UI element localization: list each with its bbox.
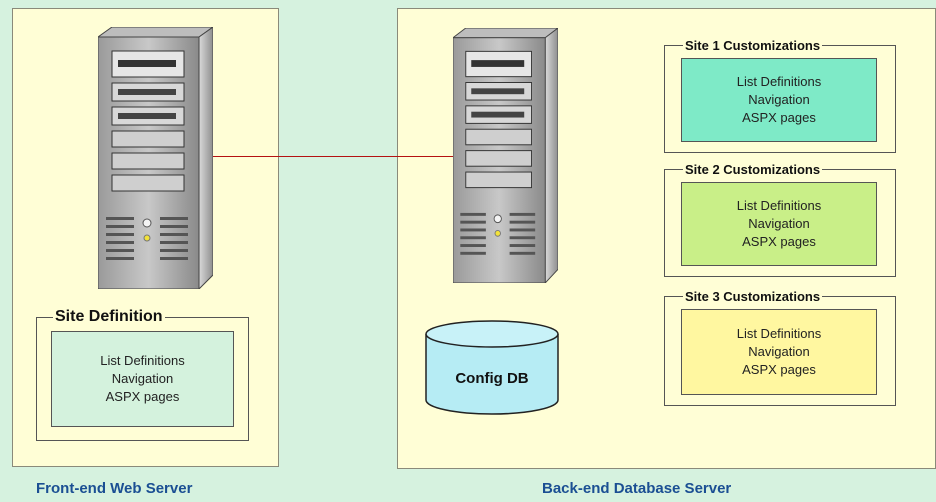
site-3-customizations-group: Site 3 Customizations List Definitions N… bbox=[664, 290, 896, 406]
site-2-item: ASPX pages bbox=[742, 234, 816, 249]
site-definition-box: List Definitions Navigation ASPX pages bbox=[51, 331, 234, 427]
back-server-icon bbox=[453, 28, 558, 283]
site-3-item: Navigation bbox=[748, 344, 810, 359]
database-cylinder-icon bbox=[425, 320, 559, 415]
server-connection-line bbox=[202, 156, 461, 157]
site-3-item: ASPX pages bbox=[742, 362, 816, 377]
site-1-customizations-title: Site 1 Customizations bbox=[683, 38, 823, 53]
site-2-customizations-group: Site 2 Customizations List Definitions N… bbox=[664, 163, 896, 277]
site-1-customizations-group: Site 1 Customizations List Definitions N… bbox=[664, 39, 896, 153]
site-3-customizations-box: List Definitions Navigation ASPX pages bbox=[681, 309, 877, 395]
site-2-customizations-box: List Definitions Navigation ASPX pages bbox=[681, 182, 877, 266]
site-1-customizations-box: List Definitions Navigation ASPX pages bbox=[681, 58, 877, 142]
site-definition-title: Site Definition bbox=[53, 308, 165, 325]
back-end-caption: Back-end Database Server bbox=[542, 480, 732, 497]
site-3-customizations-title: Site 3 Customizations bbox=[683, 289, 823, 304]
site-definition-item: List Definitions bbox=[100, 353, 185, 368]
site-definition-group: Site Definition List Definitions Navigat… bbox=[36, 309, 249, 441]
site-definition-item: Navigation bbox=[111, 371, 174, 386]
front-server-icon bbox=[98, 27, 213, 289]
site-1-item: Navigation bbox=[748, 92, 810, 107]
site-1-item: ASPX pages bbox=[742, 110, 816, 125]
site-2-item: List Definitions bbox=[736, 198, 822, 213]
front-end-caption: Front-end Web Server bbox=[36, 480, 193, 497]
site-1-item: List Definitions bbox=[736, 74, 822, 89]
site-definition-item: ASPX pages bbox=[105, 389, 180, 404]
site-2-customizations-title: Site 2 Customizations bbox=[683, 162, 823, 177]
config-db-label: Config DB bbox=[455, 370, 529, 387]
site-2-item: Navigation bbox=[748, 216, 810, 231]
site-3-item: List Definitions bbox=[736, 326, 822, 341]
